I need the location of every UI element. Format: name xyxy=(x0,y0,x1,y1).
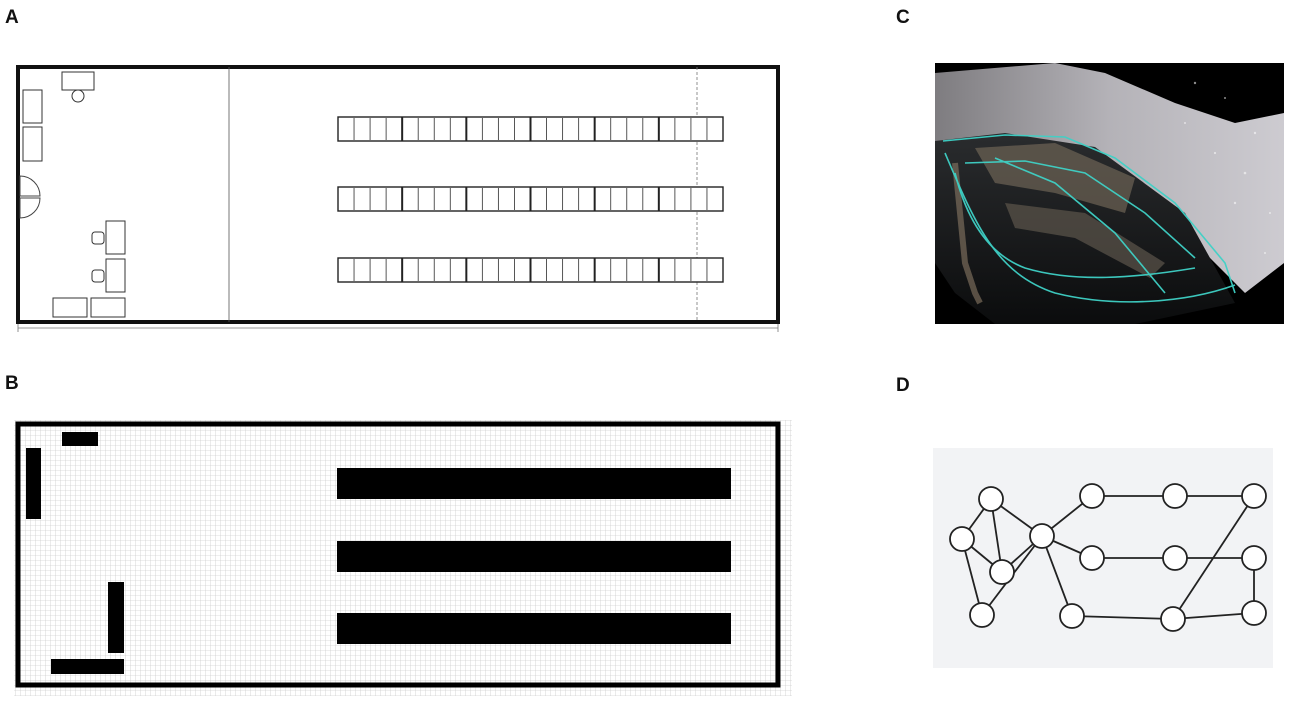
graph-node xyxy=(1059,603,1085,629)
occupancy-grid xyxy=(14,420,792,696)
graph-node xyxy=(989,559,1015,585)
graph-node xyxy=(949,526,975,552)
trajectory-path xyxy=(942,134,1236,303)
graph-node xyxy=(1241,483,1267,509)
graph-edge xyxy=(1041,535,1073,617)
shelf-row xyxy=(337,257,724,283)
graph-edge xyxy=(1172,612,1255,620)
graph-nodes xyxy=(949,483,1267,632)
graph-node xyxy=(1162,545,1188,571)
graph-node xyxy=(1029,523,1055,549)
graph-node xyxy=(1241,545,1267,571)
grid-obstacles xyxy=(26,432,731,674)
panel-label-a: A xyxy=(5,7,19,28)
graph-node xyxy=(1160,606,1186,632)
graph-edge xyxy=(961,538,983,616)
grid-boundary xyxy=(15,421,781,688)
topological-graph xyxy=(933,448,1273,668)
point-cloud-image xyxy=(935,63,1284,324)
floor-plan xyxy=(16,65,780,332)
graph-node xyxy=(1079,483,1105,509)
panel-label-d: D xyxy=(896,375,910,396)
shelf-row xyxy=(337,186,724,212)
graph-node xyxy=(1079,545,1105,571)
panel-label-b: B xyxy=(5,373,19,394)
office-furniture xyxy=(19,71,126,318)
graph-node xyxy=(1162,483,1188,509)
panel-label-c: C xyxy=(896,7,910,28)
shelf-rows xyxy=(337,116,724,283)
graph-node xyxy=(969,602,995,628)
graph-node xyxy=(1241,600,1267,626)
graph-edge xyxy=(1071,615,1174,620)
shelf-row xyxy=(337,116,724,142)
graph-node xyxy=(978,486,1004,512)
